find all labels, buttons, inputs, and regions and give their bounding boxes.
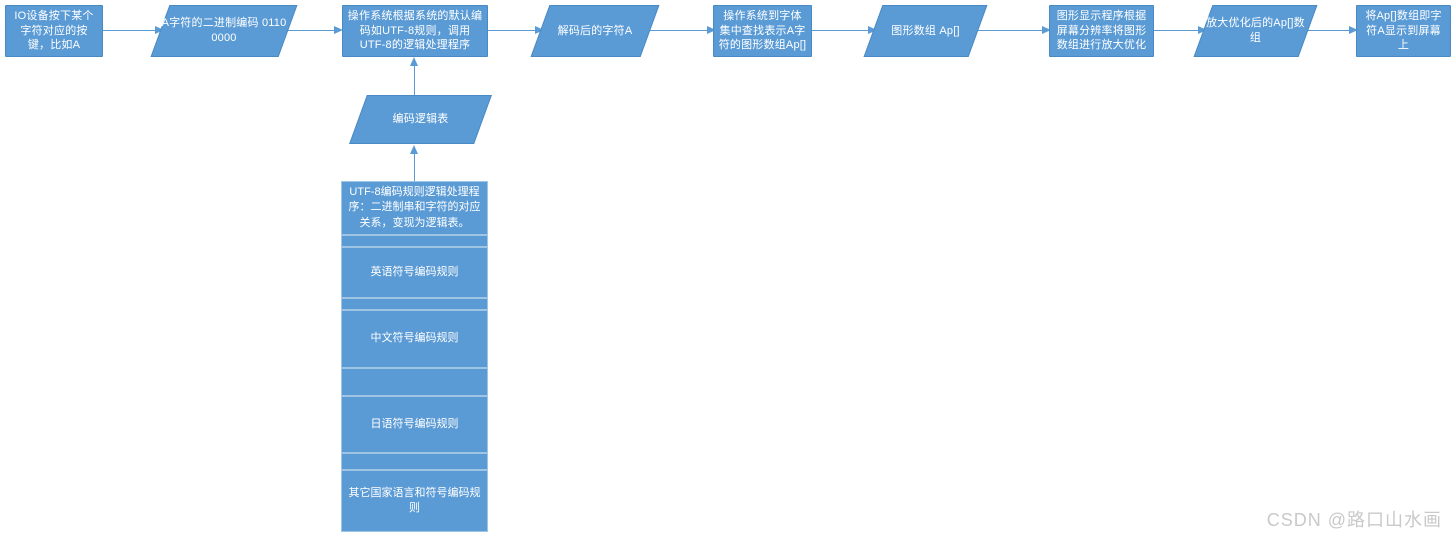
branch-node-encoding-logic-table[interactable]: 编码逻辑表 (349, 95, 492, 144)
flow-node-render-screen[interactable]: 将Ap[]数组即字符A显示到屏幕上 (1356, 5, 1451, 57)
flow-node-font-lookup[interactable]: 操作系统到字体集中查找表示A字符的图形数组Ap[] (713, 5, 812, 57)
flow-node-optimized-array[interactable]: 放大优化后的Ap[]数组 (1193, 5, 1318, 57)
csdn-watermark: CSDN @路口山水画 (1266, 510, 1442, 530)
arrowhead-n8-n9 (1349, 25, 1358, 34)
flow-node-binary-code[interactable]: A字符的二进制编码 0110 0000 (150, 5, 298, 57)
connector-stack-logictable (414, 154, 415, 181)
flow-node-label: 放大优化后的Ap[]数组 (1206, 17, 1305, 44)
connector-n6-n7 (978, 30, 1042, 31)
branch-node-label: 编码逻辑表 (392, 113, 449, 126)
stack-item-other-languages-rules[interactable]: 其它国家语言和符号编码规则 (341, 470, 488, 532)
arrowhead-stack-logictable (409, 145, 418, 154)
flow-node-glyph-array[interactable]: 图形数组 Ap[] (863, 5, 988, 57)
arrowhead-n2-n3 (334, 25, 343, 34)
flow-node-label: 操作系统到字体集中查找表示A字符的图形数组Ap[] (718, 9, 807, 52)
stack-item-label: 中文符号编码规则 (370, 332, 459, 345)
connector-logictable-n3 (414, 66, 415, 95)
flow-node-label: 图形显示程序根据屏幕分辨率将图形数组进行放大优化 (1056, 9, 1147, 52)
stack-item-label: 其它国家语言和符号编码规则 (348, 486, 481, 514)
flow-node-io-keypress[interactable]: IO设备按下某个字符对应的按键，比如A (5, 5, 103, 57)
stack-item-label: 英语符号编码规则 (370, 265, 459, 278)
connector-n2-n3 (288, 30, 334, 31)
connector-n3-n4 (488, 30, 535, 31)
connector-n1-n2 (103, 30, 155, 31)
stack-spacer (341, 453, 488, 470)
arrowhead-n4-n5 (707, 25, 716, 34)
flow-node-label: 将Ap[]数组即字符A显示到屏幕上 (1365, 9, 1442, 52)
arrowhead-n6-n7 (1042, 25, 1051, 34)
stack-item-japanese-rules[interactable]: 日语符号编码规则 (341, 396, 488, 453)
connector-n7-n8 (1154, 30, 1198, 31)
stack-item-chinese-rules[interactable]: 中文符号编码规则 (341, 310, 488, 368)
flow-node-label: 解码后的字符A (557, 24, 633, 37)
stack-header-utf8-rules[interactable]: UTF-8编码规则逻辑处理程序：二进制串和字符的对应关系，变现为逻辑表。 (341, 181, 488, 235)
stack-spacer (341, 235, 488, 247)
flow-node-label: 操作系统根据系统的默认编码如UTF-8规则，调用UTF-8的逻辑处理程序 (347, 9, 483, 52)
connector-n8-n9 (1308, 30, 1349, 31)
arrowhead-logictable-n3 (409, 57, 418, 66)
flow-node-label: 图形数组 Ap[] (891, 24, 960, 37)
stack-item-english-rules[interactable]: 英语符号编码规则 (341, 247, 488, 298)
stack-spacer (341, 298, 488, 310)
connector-n5-n6 (812, 30, 868, 31)
flow-node-scaling-optimize[interactable]: 图形显示程序根据屏幕分辨率将图形数组进行放大优化 (1049, 5, 1154, 57)
connector-n4-n5 (650, 30, 707, 31)
stack-item-label: 日语符号编码规则 (370, 417, 459, 430)
flow-node-label: IO设备按下某个字符对应的按键，比如A (14, 9, 94, 52)
stack-header-label: UTF-8编码规则逻辑处理程序：二进制串和字符的对应关系，变现为逻辑表。 (348, 185, 481, 229)
flow-node-decoded-char[interactable]: 解码后的字符A (530, 5, 660, 57)
flow-node-os-decode[interactable]: 操作系统根据系统的默认编码如UTF-8规则，调用UTF-8的逻辑处理程序 (342, 5, 488, 57)
flow-node-label: A字符的二进制编码 0110 0000 (161, 17, 287, 44)
stack-spacer (341, 368, 488, 396)
